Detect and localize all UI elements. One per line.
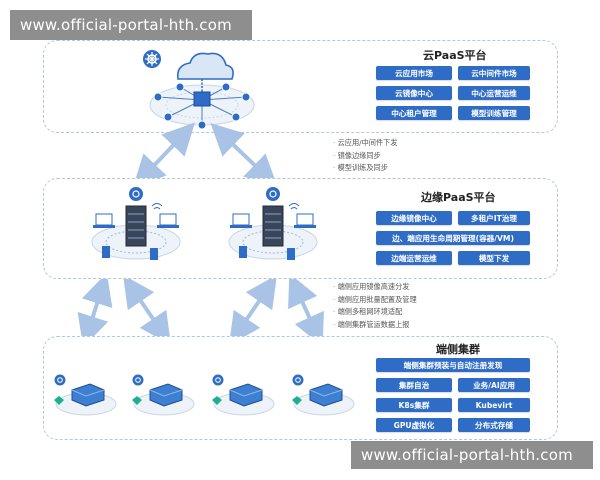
note-item: 端侧多租网环境适配 xyxy=(333,306,417,319)
cluster-autonomy-button[interactable]: 集群自治 xyxy=(376,378,452,392)
note-item: 端侧应用批量配置及管理 xyxy=(333,294,417,307)
gpu-device-icon xyxy=(149,383,183,407)
laptop-icon xyxy=(93,213,115,228)
edge-node-left xyxy=(91,187,181,260)
cloud-to-edge-notes: 云应用/中间件下发 镜像边缘同步 模型训练及同步 xyxy=(333,137,398,175)
note-item: 模型训练及同步 xyxy=(333,162,398,175)
laptop-icon xyxy=(157,213,179,228)
multi-tenant-it-button[interactable]: 多租户IT治理 xyxy=(458,211,530,225)
camera-icon xyxy=(239,246,295,260)
arrow-edge-device-3 xyxy=(228,274,278,346)
note-item: 端侧集群管运数据上报 xyxy=(333,319,417,332)
k8s-cluster-button[interactable]: K8s集群 xyxy=(376,398,452,412)
edge-image-center-button[interactable]: 边缘镜像中心 xyxy=(376,211,452,225)
device-node-1 xyxy=(54,374,117,416)
gpu-device-icon xyxy=(309,383,343,407)
center-tenant-button[interactable]: 中心租户管理 xyxy=(376,106,452,120)
device-node-2 xyxy=(132,374,195,416)
edge-paas-title: 边缘PaaS平台 xyxy=(421,191,496,204)
kubernetes-helm-icon xyxy=(292,374,304,386)
arrow-edge-device-4 xyxy=(288,273,324,347)
cloud-app-market-button[interactable]: 云应用市场 xyxy=(376,66,452,80)
arrow-edge-device-2 xyxy=(122,274,172,346)
kubernetes-helm-icon xyxy=(143,50,161,68)
watermark-top: www.official-portal-hth.com xyxy=(10,10,252,40)
device-node-3 xyxy=(212,374,275,416)
device-node-4 xyxy=(292,374,355,416)
note-item: 端侧应用镜像高速分发 xyxy=(333,281,417,294)
model-dispatch-button[interactable]: 模型下发 xyxy=(458,251,530,265)
gpu-virtualization-button[interactable]: GPU虚拟化 xyxy=(376,418,452,432)
arrow-edge-device-1 xyxy=(77,272,113,348)
note-item: 镜像边缘同步 xyxy=(333,150,398,163)
gpu-device-icon xyxy=(71,383,105,407)
note-item: 云应用/中间件下发 xyxy=(333,137,398,150)
arrow-cloud-edge-left xyxy=(132,122,196,188)
laptop-icon xyxy=(294,213,316,228)
gpu-device-icon xyxy=(229,383,263,407)
wifi-icon xyxy=(151,203,163,210)
cloud-paas-title: 云PaaS平台 xyxy=(423,49,487,62)
edge-node-right xyxy=(228,187,318,260)
cloud-image-center-button[interactable]: 云镜像中心 xyxy=(376,86,452,100)
cloud-icon xyxy=(176,52,234,92)
cloud-hub-illustration xyxy=(143,50,255,130)
distributed-storage-button[interactable]: 分布式存储 xyxy=(458,418,530,432)
camera-icon xyxy=(102,246,158,260)
kubernetes-helm-icon xyxy=(129,187,143,201)
business-ai-button[interactable]: 业务/AI应用 xyxy=(458,378,530,392)
edge-lifecycle-button[interactable]: 边、端应用生命周期管理(容器/VM) xyxy=(376,231,530,245)
server-icon xyxy=(125,205,147,247)
wifi-icon xyxy=(288,203,300,210)
device-cluster-title: 端侧集群 xyxy=(436,343,480,356)
cloud-middleware-market-button[interactable]: 云中间件市场 xyxy=(458,66,530,80)
edge-ops-button[interactable]: 边端运营运维 xyxy=(376,251,452,265)
center-ops-button[interactable]: 中心运营运维 xyxy=(458,86,530,100)
laptop-icon xyxy=(230,213,252,228)
kubernetes-helm-icon xyxy=(132,374,144,386)
kubernetes-helm-icon xyxy=(54,374,66,386)
kubernetes-helm-icon xyxy=(266,187,280,201)
watermark-bottom: www.official-portal-hth.com xyxy=(351,441,593,469)
server-icon xyxy=(262,205,284,247)
edge-to-device-notes: 端侧应用镜像高速分发 端侧应用批量配置及管理 端侧多租网环境适配 端侧集群管运数… xyxy=(333,281,417,331)
arrow-cloud-edge-right xyxy=(210,122,278,188)
kubevirt-button[interactable]: Kubevirt xyxy=(458,398,530,412)
kubernetes-helm-icon xyxy=(212,374,224,386)
cluster-preinstall-button[interactable]: 端侧集群预装与自动注册发现 xyxy=(376,358,530,372)
model-training-button[interactable]: 模型训练管理 xyxy=(458,106,530,120)
